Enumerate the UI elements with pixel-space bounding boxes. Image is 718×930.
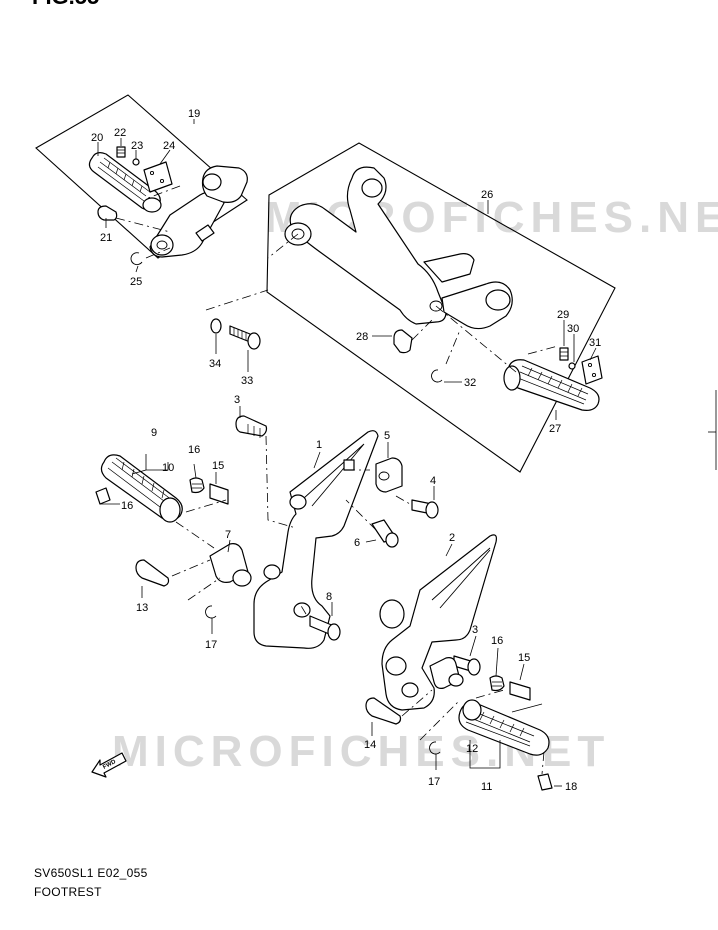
assembly-19-rear-left-footrest [35,94,248,273]
cap-15-right [509,681,531,701]
plate-31 [581,355,603,385]
callout-13: 13 [136,602,148,614]
callout-34: 34 [209,358,221,370]
callout-8: 8 [326,591,332,603]
spring-16-right [489,675,505,692]
bolt-3-top [235,415,268,437]
callout-30: 30 [567,323,579,335]
callout-15-right: 15 [518,652,530,664]
fwd-arrow-icon: FWD [91,752,127,778]
callout-22: 22 [114,127,126,139]
callout-3-top: 3 [234,394,240,406]
bracket-2-body [381,534,497,711]
callout-28: 28 [356,331,368,343]
footrest-bracket-1 [235,406,439,649]
callout-27: 27 [549,423,561,435]
cap-15-left [209,483,229,505]
bolt-33 [229,325,251,343]
callout-10: 10 [162,462,174,474]
callout-12: 12 [466,743,478,755]
washer-34 [210,318,222,334]
callout-18: 18 [565,781,577,793]
pin-13 [135,559,170,587]
callout-25: 25 [130,276,142,288]
callout-4: 4 [430,475,436,487]
model-code: SV650SL1 E02_055 [34,866,148,880]
pin-21 [97,205,118,221]
callout-31: 31 [589,337,601,349]
callout-16-left: 16 [188,444,200,456]
callout-14: 14 [364,739,376,751]
clip-25 [130,252,143,266]
clip-17-right [429,741,441,755]
callout-numbers: 19 20 22 23 24 21 25 26 28 29 30 31 32 2… [91,108,601,793]
callout-19: 19 [188,108,200,120]
callout-24: 24 [163,140,175,152]
bolt-16-left [95,487,111,505]
callout-11: 11 [481,781,492,793]
plate-24 [143,161,173,193]
clip-32 [431,369,443,383]
callout-16-right: 16 [491,635,503,647]
callout-5: 5 [384,430,390,442]
callout-6: 6 [354,537,360,549]
ball-30 [568,362,576,370]
callout-23: 23 [131,140,143,152]
frame-19 [35,94,248,259]
bracket-26 [289,166,447,325]
callout-15-left: 15 [212,460,224,472]
assembly-26-rear-right-footrest [266,142,616,473]
callout-32: 32 [464,377,476,389]
clip-17-left [205,605,217,619]
spring-29 [559,347,569,361]
callout-26: 26 [481,189,493,201]
callout-1: 1 [316,439,322,451]
callout-17-left: 17 [205,639,217,651]
callout-17-right: 17 [428,776,440,788]
callout-3-bottom: 3 [472,624,478,636]
bolt-18 [537,773,553,791]
washer-34-bolt-33 [205,289,269,372]
callout-7: 7 [225,529,231,541]
callout-2: 2 [449,532,455,544]
spring-16-left [189,477,205,494]
right-front-footrest [365,534,562,791]
callout-16-left-bolt: 16 [121,500,133,512]
pin-28 [393,329,413,354]
callout-20: 20 [91,132,103,144]
callout-33: 33 [241,375,253,387]
left-front-footrest [95,454,252,634]
spring-22 [116,146,126,158]
diagram-title: FOOTREST [34,885,102,899]
callout-21: 21 [100,232,112,244]
callout-29: 29 [557,309,569,321]
figure-label: FIG.55 [32,0,99,9]
ball-23 [132,158,140,166]
bracket-1-body [253,430,379,649]
callout-9: 9 [151,427,157,439]
pin-14 [365,697,402,725]
